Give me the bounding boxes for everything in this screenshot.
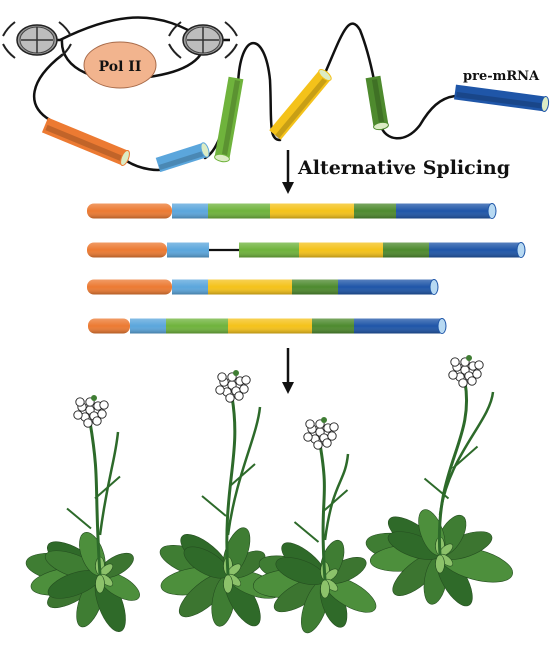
plant-phenotypes bbox=[25, 355, 513, 634]
phenotype-arrow bbox=[282, 348, 294, 394]
isoform-4-end-cap bbox=[437, 318, 447, 334]
flower-cluster-3 bbox=[303, 417, 339, 450]
pol-ii-enzyme: Pol II bbox=[83, 41, 157, 89]
pre-mrna-exon-3 bbox=[214, 76, 244, 163]
mrna-isoforms bbox=[87, 203, 526, 334]
isoform-3-end-cap bbox=[429, 279, 439, 295]
isoform-3 bbox=[87, 279, 439, 295]
pol-ii-label: Pol II bbox=[99, 59, 142, 75]
pre-mrna-exon-5 bbox=[365, 75, 389, 131]
isoform-1-end-cap bbox=[487, 203, 497, 219]
pre-mrna-exon-4 bbox=[269, 68, 332, 140]
isoform-2-end-cap bbox=[516, 242, 526, 258]
pre-mrna-exon-1 bbox=[41, 117, 130, 167]
pre-mrna-exon-6 bbox=[454, 84, 550, 112]
plant-3 bbox=[252, 417, 377, 634]
plant-4 bbox=[365, 355, 513, 607]
nucleosome-right bbox=[168, 21, 238, 59]
isoform-2 bbox=[87, 242, 526, 258]
isoform-1 bbox=[87, 203, 497, 219]
flower-cluster-1 bbox=[73, 395, 109, 428]
splicing-arrow bbox=[282, 150, 294, 194]
nucleosome-left bbox=[2, 21, 72, 59]
transcription-section: Pol II pre-mRNA bbox=[2, 16, 550, 173]
flower-cluster-4 bbox=[448, 355, 484, 388]
plant-1 bbox=[25, 395, 140, 632]
flower-cluster-2 bbox=[215, 370, 251, 403]
isoform-4 bbox=[88, 318, 447, 334]
pre-mrna-exon-2 bbox=[155, 142, 210, 173]
pre-mrna-exons bbox=[41, 68, 550, 173]
pre-mrna-label: pre-mRNA bbox=[463, 69, 540, 84]
alternative-splicing-label: Alternative Splicing bbox=[297, 157, 510, 179]
